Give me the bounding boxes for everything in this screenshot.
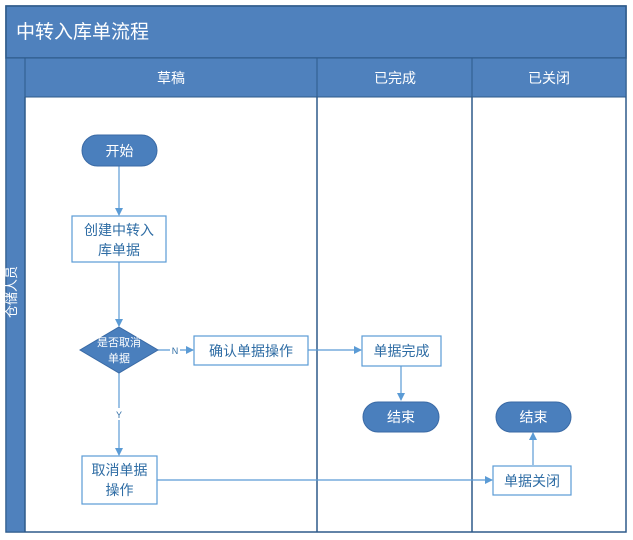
create-node-line1: 创建中转入: [84, 222, 154, 238]
decision-node-line2: 单据: [108, 351, 130, 365]
complete-node: [361, 335, 442, 367]
end-node-closed: [495, 401, 572, 433]
lane-label-closed: 已关闭: [528, 70, 570, 86]
confirm-node: [193, 335, 309, 366]
lane-header-closed: [471, 57, 627, 98]
start-node: [81, 134, 158, 167]
close-node-label: 单据关闭: [504, 473, 560, 489]
decision-node-line1: 是否取消: [97, 335, 141, 349]
start-node-label: 开始: [106, 143, 134, 159]
create-node-line2: 库单据: [98, 242, 140, 258]
confirm-node-label: 确认单据操作: [209, 343, 293, 359]
complete-node-label: 单据完成: [374, 343, 430, 359]
lane-label-completed: 已完成: [374, 70, 416, 86]
yes-label-bg: [114, 408, 124, 420]
create-node: [71, 215, 167, 263]
title-bar: [5, 5, 627, 59]
edge-label-no: N: [172, 346, 179, 356]
decision-node: [79, 326, 159, 374]
cancel-node-line1: 取消单据: [92, 462, 148, 478]
cancel-node: [81, 455, 158, 505]
close-node: [492, 465, 572, 496]
diagram-title: 中转入库单流程: [16, 21, 149, 43]
end-node-closed-label: 结束: [520, 409, 548, 425]
end-node-completed-label: 结束: [387, 409, 415, 425]
role-label: 仓储人员: [4, 266, 19, 318]
edge-label-yes: Y: [116, 410, 122, 420]
lane-header-completed: [316, 57, 473, 98]
lane-label-draft: 草稿: [157, 70, 185, 86]
cancel-node-line2: 操作: [106, 482, 134, 498]
end-node-completed: [362, 401, 440, 433]
no-label-bg: [170, 344, 180, 356]
lane-header-draft: [24, 57, 318, 98]
